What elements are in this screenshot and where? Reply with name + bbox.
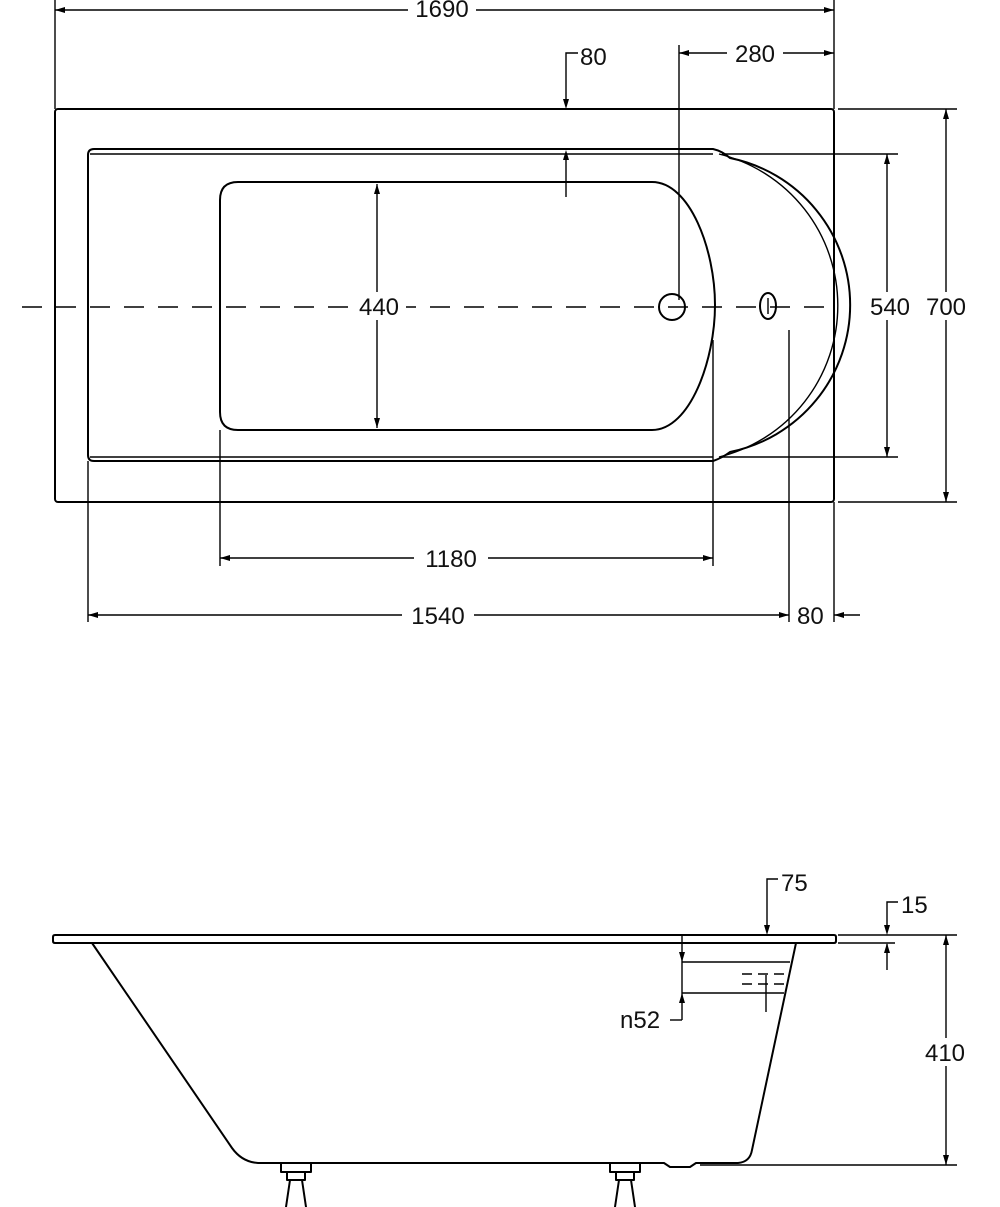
arrowhead <box>824 50 834 56</box>
dim-rim-inset: 80 <box>580 44 607 71</box>
inner-rim-arc <box>718 153 839 458</box>
arrowhead <box>679 50 689 56</box>
dim-bottom-width: 440 <box>359 294 399 321</box>
dim-bottom-length: 1180 <box>425 546 477 573</box>
arrowhead <box>884 943 890 953</box>
rim-flange <box>52 934 837 944</box>
leader-rim-depth <box>766 878 778 931</box>
arrowhead <box>884 154 890 164</box>
arrowhead <box>943 109 949 119</box>
arrowhead <box>55 7 65 13</box>
arrowhead <box>679 952 685 962</box>
arrowhead <box>943 492 949 502</box>
dim-height: 410 <box>925 1040 965 1067</box>
arrowhead <box>824 7 834 13</box>
arrowhead <box>374 184 380 194</box>
arrowhead <box>374 418 380 428</box>
arrowhead <box>703 555 713 561</box>
foot-right <box>609 1162 641 1207</box>
arrowhead <box>679 993 685 1003</box>
arrowhead <box>884 447 890 457</box>
side-view: n52 75 15 410 <box>52 870 974 1207</box>
dim-rim-thickness: 15 <box>901 892 928 919</box>
arrowhead <box>764 925 770 935</box>
leader-rim-inset <box>565 52 578 105</box>
dim-rim-depth: 75 <box>781 870 808 897</box>
dim-drain-offset: 280 <box>735 41 775 68</box>
dim-inner-length: 1540 <box>411 603 464 630</box>
arrowhead <box>563 150 569 160</box>
dim-overall-length: 1690 <box>415 0 468 23</box>
dim-overflow: n52 <box>620 1007 660 1034</box>
dim-end-rim: 80 <box>797 603 824 630</box>
arrowhead <box>834 612 844 618</box>
inner-basin-outline <box>87 148 852 462</box>
dim-overall-width: 700 <box>926 294 966 321</box>
arrowhead <box>943 935 949 945</box>
top-view: 1690 80 280 440 540 700 <box>22 0 974 630</box>
dim-inner-width: 540 <box>870 294 910 321</box>
outer-rim-outline <box>54 108 835 503</box>
tub-body-profile <box>91 942 797 1168</box>
foot-left <box>280 1162 312 1207</box>
basin-bottom-outline <box>219 181 716 431</box>
arrowhead <box>943 1155 949 1165</box>
arrowhead <box>779 612 789 618</box>
arrowhead <box>220 555 230 561</box>
overflow-hole <box>759 292 777 320</box>
arrowhead <box>88 612 98 618</box>
arrowhead <box>884 925 890 935</box>
leader-rim-thickness <box>886 901 898 931</box>
arrowhead <box>563 99 569 109</box>
